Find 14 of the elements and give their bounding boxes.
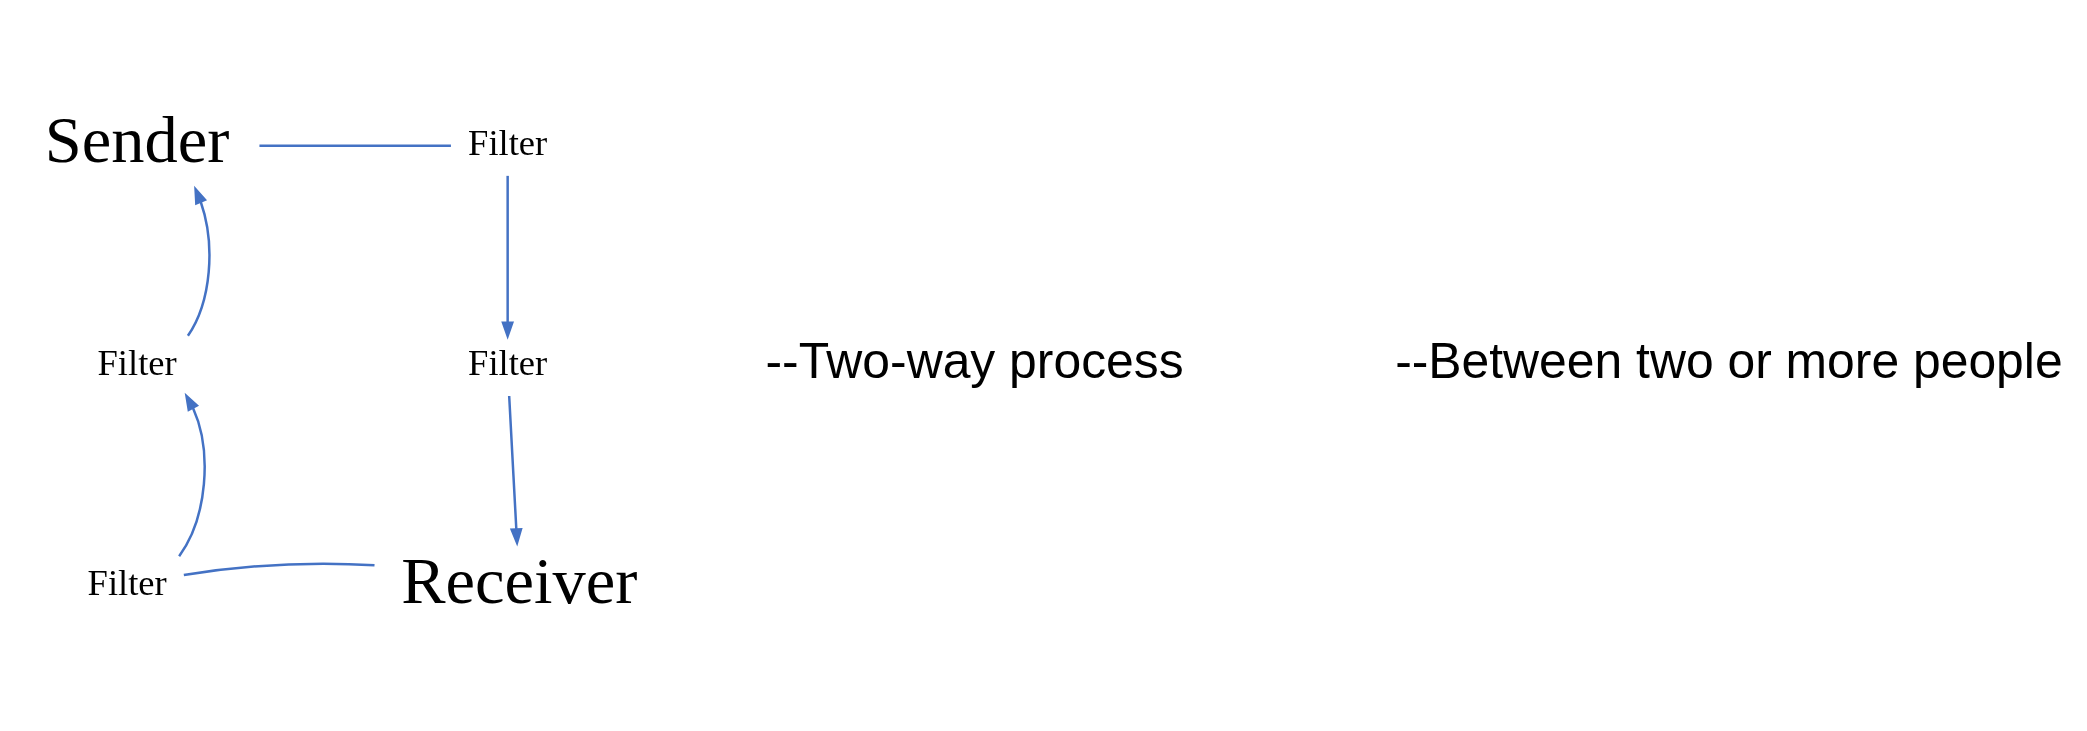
node-text: Filter [468, 341, 548, 383]
arrow [186, 185, 211, 336]
arrow [178, 392, 206, 557]
node-text: Filter [468, 121, 548, 163]
connector [183, 562, 375, 576]
label: --Between two or more people [1395, 332, 2063, 389]
label: --Two-way process [765, 332, 1184, 389]
node-text: Filter [97, 341, 177, 383]
connector [259, 144, 451, 147]
arrow [501, 175, 515, 340]
arrow [507, 395, 523, 546]
node-text: Filter [87, 561, 167, 603]
node-text: Sender [44, 102, 230, 176]
node-text: Receiver [401, 543, 638, 617]
